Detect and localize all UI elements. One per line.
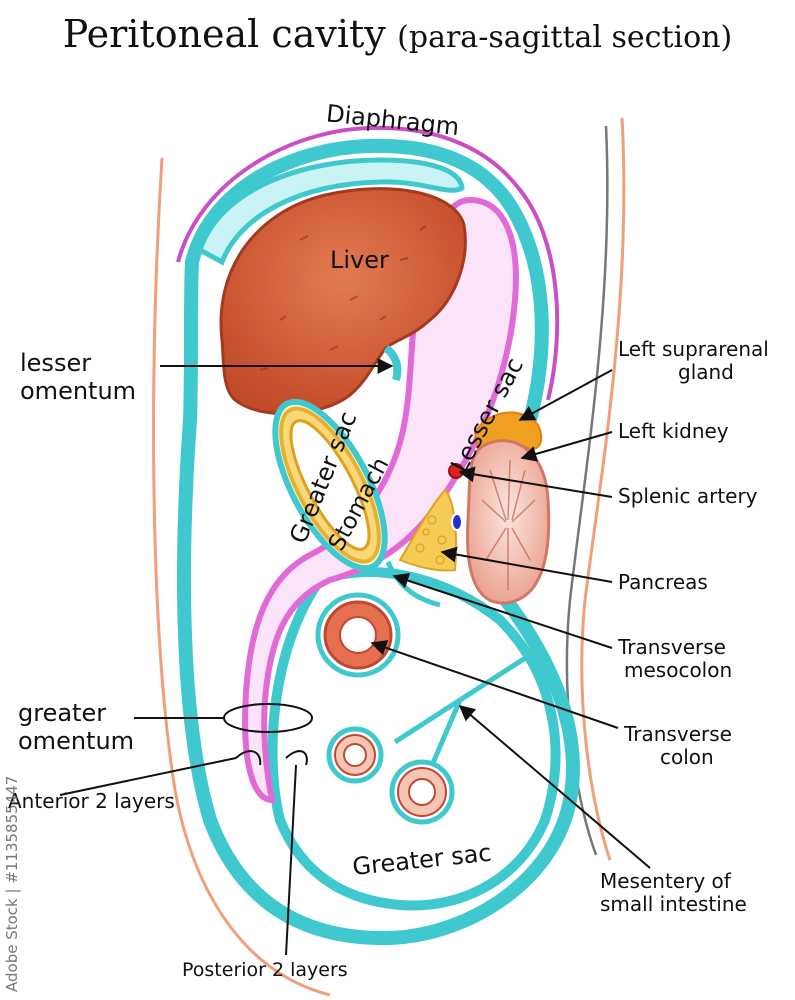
small-intestine-loop-2 [389,759,455,825]
colon-line2: colon [660,745,714,769]
suprarenal-line1: Left suprarenal [618,337,769,361]
posterior-layers-loop [285,750,308,766]
pancreas-label: Pancreas [618,570,708,594]
liver-shape [219,187,467,416]
lesser-omentum-fold [383,344,402,382]
pointer-colon [370,640,619,729]
kidney-striations [481,459,536,590]
kidney-label: Left kidney [618,419,729,443]
colon-line1: Transverse [624,722,732,746]
anterior-layers-loop [235,750,262,766]
anterior-body-wall [152,157,331,997]
mesocolon-line1: Transverse [618,635,726,659]
colon-label: Transverse colon [624,723,732,769]
liver-texture [259,225,427,371]
diaphragm-muscle [176,125,560,401]
small-intestine-loop-1 [326,726,384,784]
suprarenal-label: Left suprarenal gland [618,338,769,384]
title-main: Peritoneal cavity [62,12,386,56]
mesentery-line1: Mesentery of [600,869,731,893]
lesser-omentum-line1: lesser [20,349,92,377]
title-sub: (para-sagittal section) [397,20,733,55]
liver-label: Liver [330,246,389,274]
mesentery-branch [427,699,463,771]
pointer-anterior-layers [59,757,237,796]
lesser-omentum-line2: omentum [20,376,137,405]
posterior-body-wall-outer [580,117,626,861]
anterior-layers-label: Anterior 2 layers [8,789,175,813]
pointer-mesentery [458,704,651,869]
diaphragm-label: Diaphragm [325,99,461,141]
pointer-pancreas [440,546,613,583]
greater-omentum-line1: greater [18,699,107,727]
pointer-posterior-layers [285,764,297,956]
greater-omentum-line2: omentum [18,726,135,755]
transverse-mesocolon [385,560,441,608]
mesocolon-line2: mesocolon [624,658,733,682]
lesser-omentum-label: lesser omentum [20,349,137,405]
pointer-mesocolon [392,572,613,649]
stock-watermark: Adobe Stock | #1135855447 [3,775,21,992]
mesentery-line2: small intestine [600,892,747,916]
transverse-colon-shape [315,592,401,678]
suprarenal-line2: gland [678,360,734,384]
splenic-vein-vessel [451,513,463,531]
pointer-suprarenal [518,369,613,421]
splenic-artery-label: Splenic artery [618,484,758,508]
subphrenic-fold [196,157,465,266]
posterior-layers-label: Posterior 2 layers [182,959,348,981]
pointer-lines [59,358,651,956]
mesentery-label: Mesentery of small intestine [600,870,747,916]
mesocolon-label: Transverse mesocolon [618,636,732,682]
diagram-title: Peritoneal cavity (para-sagittal section… [0,12,795,56]
pointer-splenic-artery [458,466,613,498]
pointer-kidney [520,431,613,462]
stomach-shape [272,398,388,572]
greater-omentum-label: greater omentum [18,699,135,755]
